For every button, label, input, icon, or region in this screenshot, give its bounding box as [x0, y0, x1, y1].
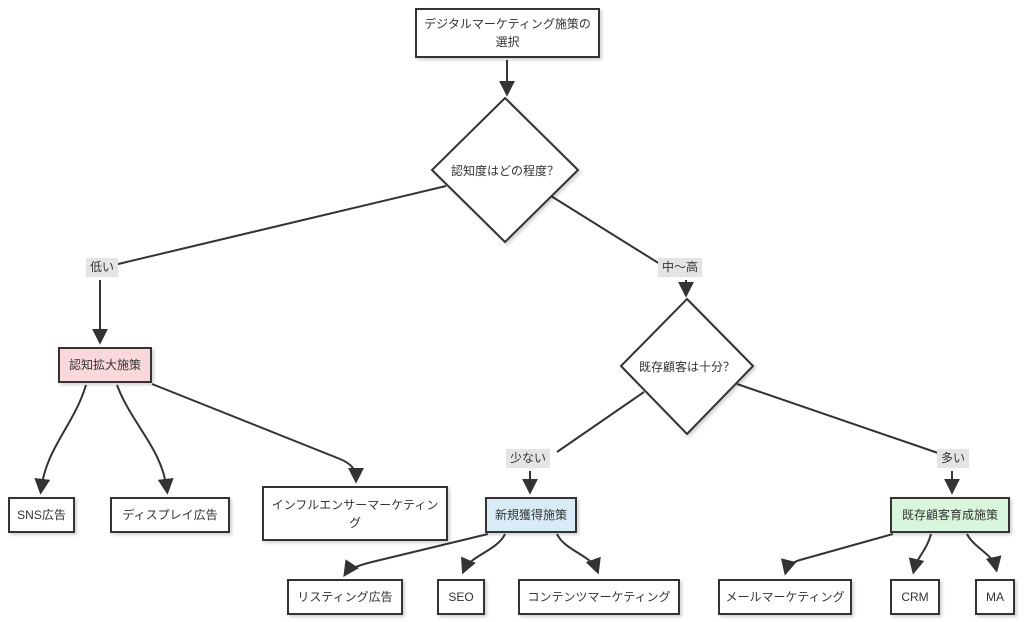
edge-acquisition-to-listing [343, 533, 489, 577]
node-new-acquisition-label: 新規獲得施策 [494, 508, 567, 522]
edge-label-mid-high: 中〜高 [658, 258, 703, 277]
edge-label-few: 少ない [506, 449, 551, 468]
node-display-ads: ディスプレイ広告 [110, 497, 230, 533]
node-start: デジタルマーケティング施策の選択 [415, 8, 600, 58]
edge-nurturing-to-ma [966, 533, 1002, 573]
node-customer-nurturing: 既存顧客育成施策 [890, 497, 1010, 533]
edge-decision1-to-label-midhigh [550, 195, 661, 265]
decision-existing-customers-label-box: 既存顧客は十分？ [612, 351, 762, 381]
node-email-marketing: メールマーケティング [718, 579, 852, 615]
node-display-ads-label: ディスプレイ広告 [122, 508, 218, 522]
edge-acquisition-to-content [556, 533, 601, 575]
edge-nurturing-to-crm [908, 533, 932, 575]
edge-label-many: 多い [937, 449, 970, 468]
node-content-marketing-label: コンテンツマーケティング [527, 590, 671, 604]
node-ma-label: MA [986, 590, 1004, 604]
edge-label-many-text: 多い [941, 451, 966, 465]
node-listing-ads-label: リスティング広告 [297, 590, 393, 604]
node-seo-label: SEO [448, 590, 474, 604]
node-awareness-expansion: 認知拡大施策 [58, 347, 152, 383]
decision-awareness-label-box: 認知度はどの程度？ [430, 155, 580, 185]
node-awareness-expansion-label: 認知拡大施策 [68, 358, 141, 372]
edge-awareness-to-influencer [151, 383, 364, 484]
edge-decision1-to-label-low [113, 185, 447, 266]
node-sns-ads: SNS広告 [8, 497, 75, 533]
node-crm: CRM [890, 579, 940, 615]
node-crm-label: CRM [901, 590, 929, 604]
node-start-label: デジタルマーケティング施策の選択 [424, 17, 591, 49]
edge-decision2-to-label-many [736, 383, 939, 454]
edge-awareness-to-display [116, 384, 174, 495]
node-new-acquisition: 新規獲得施策 [485, 497, 577, 533]
decision-existing-customers-diamond [619, 297, 755, 436]
node-influencer-marketing-label: インフルエンサーマーケティング [271, 497, 439, 530]
node-customer-nurturing-label: 既存顧客育成施策 [901, 508, 998, 522]
node-content-marketing: コンテンツマーケティング [518, 579, 680, 615]
decision-awareness-label: 認知度はどの程度？ [450, 163, 559, 178]
node-email-marketing-label: メールマーケティング [725, 590, 845, 604]
node-listing-ads: リスティング広告 [287, 579, 403, 615]
node-influencer-marketing: インフルエンサーマーケティング [262, 486, 448, 541]
edge-label-low-text: 低い [90, 260, 115, 274]
edge-nurturing-to-email [780, 533, 894, 576]
node-ma: MA [975, 579, 1015, 615]
node-sns-ads-label: SNS広告 [17, 508, 66, 522]
decision-awareness-diamond [430, 96, 580, 244]
decision-existing-customers-label: 既存顧客は十分？ [638, 359, 735, 374]
edge-label-low: 低い [86, 258, 119, 277]
node-seo: SEO [437, 579, 485, 615]
edge-acquisition-to-seo [461, 533, 506, 575]
edge-awareness-to-sns [34, 384, 87, 495]
edge-label-few-text: 少ない [510, 451, 547, 465]
edge-label-mid-high-text: 中〜高 [662, 260, 699, 274]
edge-decision2-to-label-few [556, 391, 645, 453]
